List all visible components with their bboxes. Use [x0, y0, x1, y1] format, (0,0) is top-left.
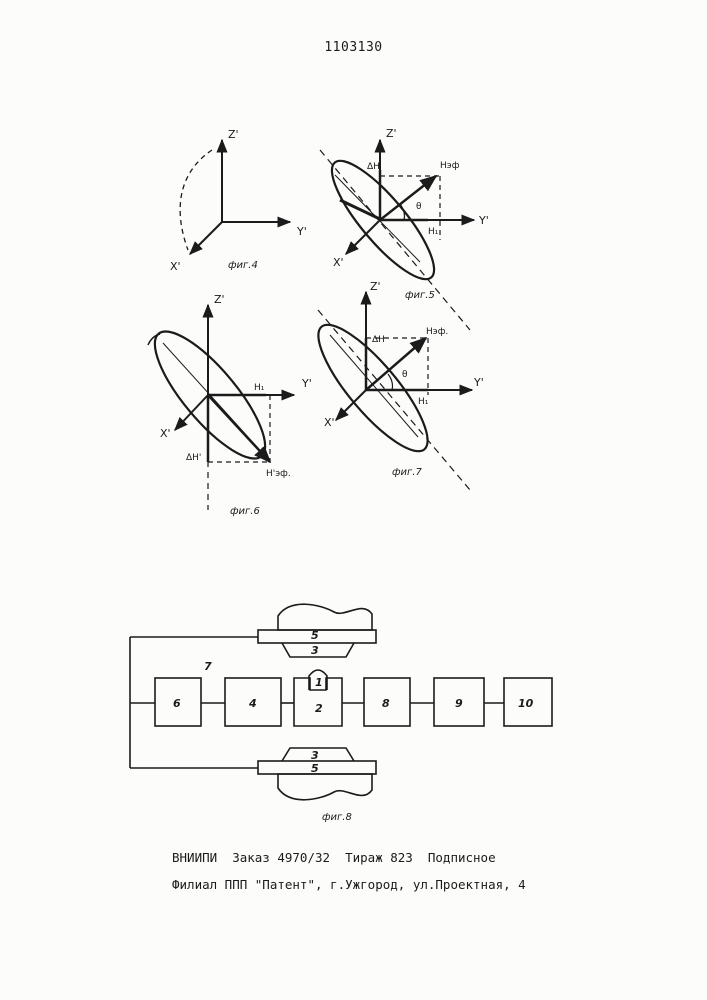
fig8-block-10-label: 10	[518, 697, 534, 710]
fig5-h1-label: H₁	[428, 227, 439, 237]
fig5-theta-label: θ	[416, 202, 422, 212]
fig6-caption: фиг.6	[230, 506, 260, 517]
fig7-caption: фиг.7	[392, 467, 422, 478]
footer-publication-info: ВНИИПИ Заказ 4970/32 Тираж 823 Подписное	[172, 850, 496, 865]
fig7-z-label: Z'	[370, 280, 381, 293]
fig8-block-2-label: 2	[315, 702, 323, 715]
fig5-easy-axis	[320, 150, 470, 330]
fig8-top-pole-label: 3	[311, 644, 319, 657]
fig6-x-label: X'	[160, 427, 171, 440]
fig7-heff-vector	[366, 338, 426, 390]
fig5-x-axis	[346, 220, 380, 254]
fig7-dh-label: ΔH	[372, 335, 385, 345]
fig5-heff-vector	[380, 176, 436, 220]
fig4-y-label: Y'	[296, 225, 307, 238]
figure-8	[130, 604, 552, 800]
fig7-h1-label: H₁	[418, 397, 429, 407]
fig8-block-9-label: 9	[455, 697, 463, 710]
figure-7	[303, 292, 472, 490]
fig7-heff-label: Hэф.	[426, 327, 448, 337]
fig8-block-8-label: 8	[382, 697, 390, 710]
fig7-x-label: X'	[324, 416, 335, 429]
fig4-x-label: X'	[170, 260, 181, 273]
fig5-hatch	[340, 200, 382, 220]
fig8-bottom-bar-label: 5	[311, 762, 319, 775]
fig4-z-label: Z'	[228, 128, 239, 141]
fig8-label-7: 7	[204, 660, 212, 673]
fig8-caption: фиг.8	[322, 812, 352, 823]
fig4-rotation-arc	[180, 150, 212, 250]
fig5-z-label: Z'	[386, 127, 397, 140]
fig6-y-label: Y'	[301, 377, 312, 390]
fig4-caption: фиг.4	[228, 260, 258, 271]
fig8-block-4-label: 4	[248, 697, 257, 710]
fig6-z-label: Z'	[214, 293, 225, 306]
fig8-bottom-pole-label: 3	[311, 749, 319, 762]
fig5-x-label: X'	[333, 256, 344, 269]
fig7-x-axis	[336, 390, 366, 420]
figure-4	[180, 140, 290, 254]
fig8-probe-label: 1	[315, 676, 323, 689]
fig7-theta-label: θ	[402, 370, 408, 380]
fig7-easy-axis	[318, 310, 470, 490]
fig8-block-6-label: 6	[173, 697, 181, 710]
fig5-dh-label: ΔH	[367, 162, 380, 172]
fig8-top-bar-label: 5	[311, 629, 319, 642]
footer-branch-address: Филиал ППП "Патент", г.Ужгород, ул.Проек…	[172, 877, 526, 892]
fig5-caption: фиг.5	[405, 290, 435, 301]
fig8-bottom-magnet-body	[278, 774, 372, 800]
fig6-heff-label: H'эф.	[266, 469, 291, 479]
fig6-dh-label: ΔH'	[186, 453, 201, 463]
fig5-heff-label: Hэф	[440, 161, 460, 171]
fig6-h1-label: H₁	[254, 383, 265, 393]
fig5-y-label: Y'	[478, 214, 489, 227]
fig4-x-axis	[190, 222, 222, 254]
fig7-y-label: Y'	[473, 376, 484, 389]
fig8-top-magnet-body	[278, 604, 372, 630]
fig7-hatch-line	[330, 335, 418, 437]
fig7-theta-arc	[388, 374, 393, 390]
figure-6	[139, 305, 294, 510]
